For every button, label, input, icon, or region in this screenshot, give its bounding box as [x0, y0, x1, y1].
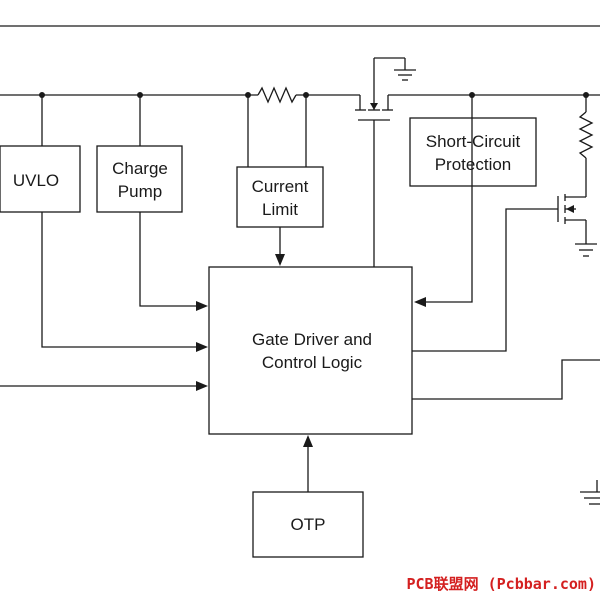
- status-output-wire: [412, 359, 600, 400]
- charge-pump-label-line2: Pump: [118, 182, 162, 201]
- scp-to-logic-wire: [422, 186, 473, 303]
- short-circuit-label-line2: Protection: [435, 155, 512, 174]
- sense-resistor: [257, 86, 297, 104]
- discharge-mosfet: [557, 190, 597, 257]
- current-limit-block: [236, 166, 324, 228]
- gate-driver-label-line2: Control Logic: [262, 353, 363, 372]
- gate-driver-label-line1: Gate Driver and: [252, 330, 372, 349]
- uvlo-label: UVLO: [13, 171, 59, 190]
- ground-symbol: [580, 480, 600, 505]
- output-resistor: [578, 95, 594, 190]
- charge-pump-block: [96, 145, 183, 213]
- short-circuit-block: [409, 117, 537, 187]
- pass-mosfet: [355, 57, 416, 267]
- uvlo-block: [0, 145, 81, 213]
- otp-label: OTP: [291, 515, 326, 534]
- gate-driver-block: [208, 266, 413, 435]
- pump-to-logic-wire: [139, 212, 200, 307]
- uvlo-to-logic-wire: [41, 212, 200, 348]
- current-limit-label-line2: Limit: [262, 200, 298, 219]
- short-circuit-label-line1: Short-Circuit: [426, 132, 521, 151]
- discharge-gate-wire: [412, 208, 558, 352]
- charge-pump-label-line1: Charge: [112, 159, 168, 178]
- watermark-text: PCB联盟网 (Pcbbar.com): [407, 575, 597, 593]
- current-limit-label-line1: Current: [252, 177, 309, 196]
